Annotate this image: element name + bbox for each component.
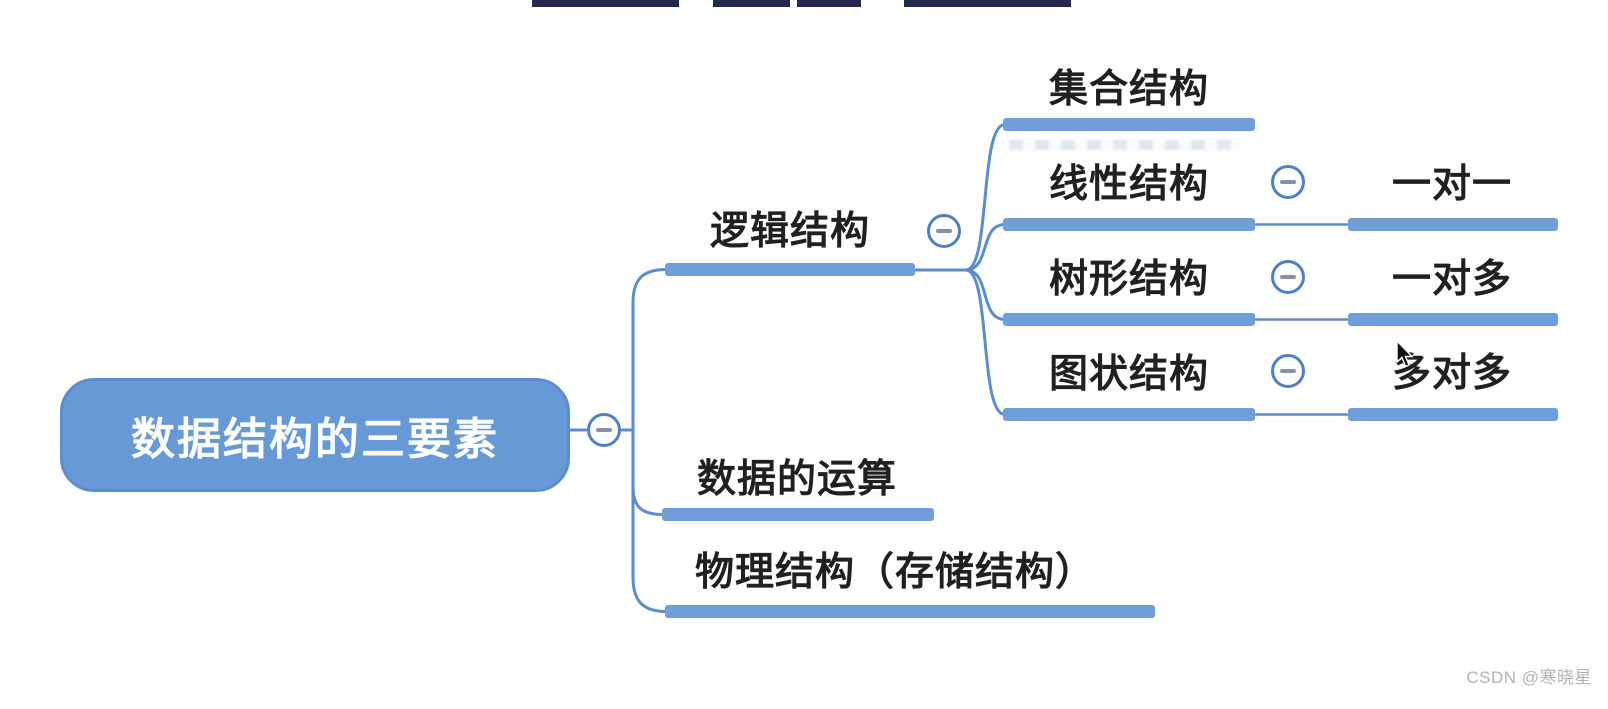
relation-one-to-one-underline[interactable] [1348,218,1558,231]
child-linear-structure[interactable]: 线性结构 [1048,163,1210,206]
minus-icon [596,428,612,432]
root-node[interactable]: 数据结构的三要素 [60,378,570,492]
minus-icon [1280,369,1296,373]
child-linear-underline[interactable] [1003,218,1255,231]
child-graph-underline[interactable] [1003,408,1255,421]
top-cropped-bar [713,0,790,7]
branch-physical-structure[interactable]: 物理结构（存储结构） [694,551,1096,594]
child-tree-underline[interactable] [1003,313,1255,326]
child-tree-structure[interactable]: 树形结构 [1048,258,1210,301]
collapse-button-graph[interactable] [1271,354,1305,388]
child-set-underline[interactable] [1003,118,1255,131]
collapse-button-root[interactable] [587,413,621,447]
relation-one-to-one[interactable]: 一对一 [1391,163,1513,206]
branch-data-operations[interactable]: 数据的运算 [696,458,898,501]
collapse-button-tree[interactable] [1271,260,1305,294]
root-node-label: 数据结构的三要素 [131,415,499,464]
relation-one-to-many[interactable]: 一对多 [1391,258,1513,301]
watermark-text: CSDN @寒晓星 [1466,668,1592,687]
video-ghost-artifact [1009,140,1241,150]
collapse-button-linear[interactable] [1271,165,1305,199]
branch-logical-structure[interactable]: 逻辑结构 [709,210,871,253]
minus-icon [1280,180,1296,184]
top-cropped-bar [797,0,861,7]
relation-many-to-many[interactable]: 多对多 [1391,352,1513,395]
minus-icon [1280,275,1296,279]
branch-logical-underline[interactable] [665,263,915,276]
minus-icon [936,229,952,233]
top-cropped-bar [532,0,679,7]
relation-one-to-many-underline[interactable] [1348,313,1558,326]
branch-physical-structure-underline[interactable] [665,605,1155,618]
branch-data-operations-underline[interactable] [662,508,934,521]
mouse-cursor-icon [1396,341,1414,368]
child-set-structure[interactable]: 集合结构 [1048,68,1210,111]
top-cropped-bar [904,0,1071,7]
relation-many-to-many-underline[interactable] [1348,408,1558,421]
child-graph-structure[interactable]: 图状结构 [1048,353,1210,396]
collapse-button-logical[interactable] [927,214,961,248]
